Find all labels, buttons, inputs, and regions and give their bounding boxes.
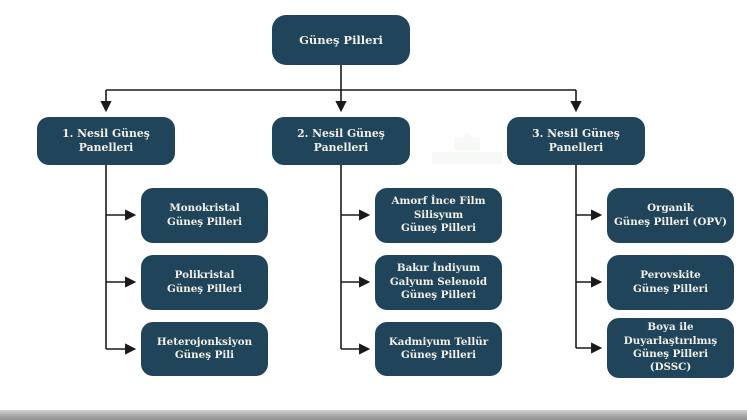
watermark [428, 120, 506, 164]
node-generation-2: 2. Nesil Güneş Panelleri [272, 117, 410, 165]
node-generation-1: 1. Nesil Güneş Panelleri [37, 117, 175, 165]
watermark-text [432, 152, 502, 164]
node-root: Güneş Pilleri [272, 15, 410, 65]
node-organik-opv: Organik Güneş Pilleri (OPV) [607, 188, 734, 243]
node-boya-dssc: Boya ile Duyarlaştırılmış Güneş Pilleri … [607, 318, 734, 378]
watermark-logo-icon [454, 132, 480, 150]
node-polikristal: Polikristal Güneş Pilleri [141, 255, 268, 310]
node-amorf-ince-film: Amorf İnce Film Silisyum Güneş Pilleri [375, 188, 502, 243]
node-monokristal: Monokristal Güneş Pilleri [141, 188, 268, 243]
bottom-edge-bar [0, 410, 747, 420]
node-heterojonksiyon: Heterojonksiyon Güneş Pili [141, 322, 268, 376]
node-bakir-indiyum: Bakır İndiyum Galyum Selenoid Güneş Pill… [375, 255, 502, 310]
node-kadmiyum-tellur: Kadmiyum Tellür Güneş Pilleri [375, 322, 502, 376]
node-perovskite: Perovskite Güneş Pilleri [607, 255, 734, 310]
node-generation-3: 3. Nesil Güneş Panelleri [507, 117, 645, 165]
